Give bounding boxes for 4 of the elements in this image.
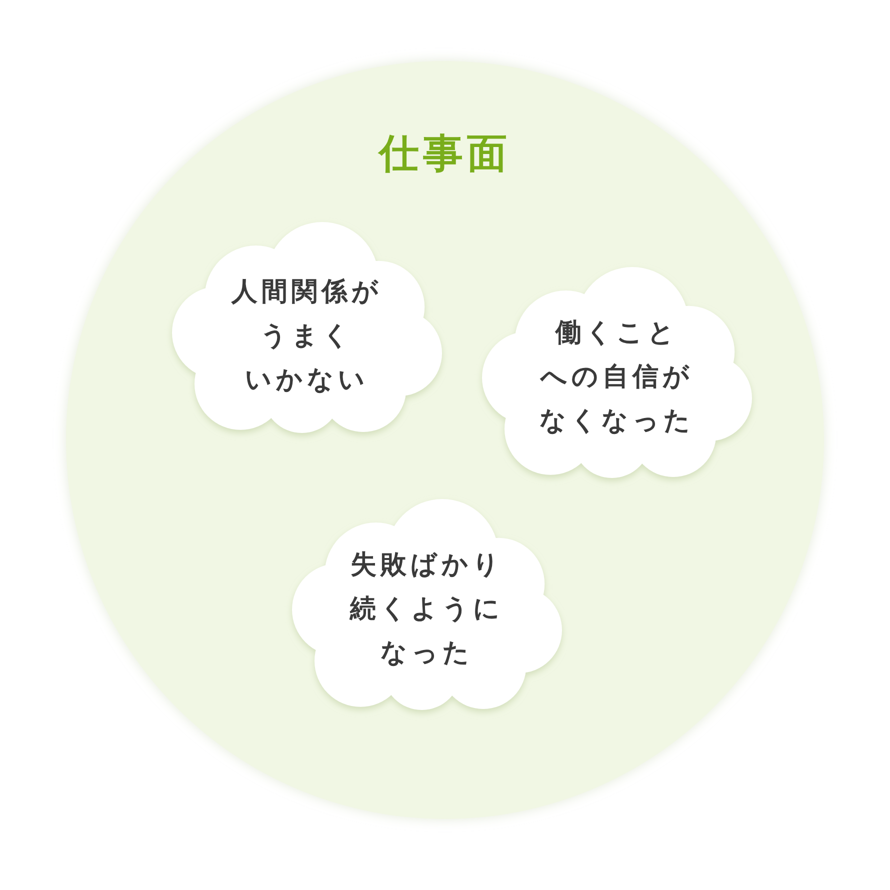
bubble-text: 人間関係がうまくいかない [232, 276, 382, 396]
bubble-text: 失敗ばかり続くようになった [350, 548, 504, 670]
section-title: 仕事面 [379, 130, 511, 178]
bubble-text: 働くことへの自信がなくなった [540, 316, 694, 438]
